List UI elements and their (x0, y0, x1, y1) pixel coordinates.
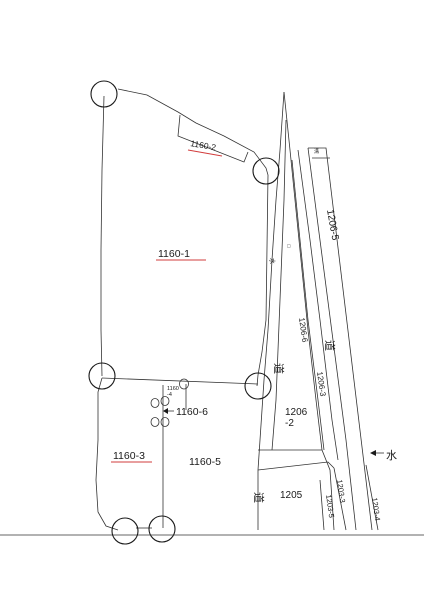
parcel-label-1160-6: 1160-6 (176, 406, 208, 418)
survey-marker-circle (244, 372, 272, 400)
road-west-edge (257, 91, 285, 530)
road-label-south: 道 (252, 492, 266, 503)
ditch-label: 溝 (314, 148, 319, 155)
parcel-label-1160-5: 1160-5 (189, 456, 221, 468)
parcel-label-1160-2: 1160-2 (190, 138, 217, 152)
parcel-1160-1-boundary-east (117, 88, 269, 387)
parcel-1206-3-boundary (297, 149, 339, 461)
parcel-label-1206-6: 1206-6 (297, 317, 309, 343)
pointer-1160-6-head (163, 408, 168, 414)
marker-small: □ (287, 243, 291, 248)
parcel-1160-2-boundary (177, 114, 249, 163)
parcel-label-1160-4: 1160-4 (167, 386, 179, 398)
survey-marker-circle (111, 517, 139, 545)
parcel-label-1160-3: 1160-3 (113, 450, 145, 462)
parcel-1206-6-boundary (291, 159, 325, 451)
boundary-peg-oval (150, 417, 160, 427)
boundary-peg-oval (179, 378, 189, 390)
parcel-label-1160-1: 1160-1 (158, 248, 190, 260)
water-label-small: 水 (268, 258, 276, 264)
main-road-1206-5-west (307, 147, 357, 531)
water-arrow-head (370, 450, 376, 456)
main-road-1206-5-east (308, 147, 373, 531)
boundary-peg-oval (160, 396, 170, 406)
parcel-label-1203-4: 1203-4 (370, 497, 382, 521)
parcel-label-1206-2: 1206-2 (285, 407, 308, 429)
parcel-label-1206-3: 1206-3 (315, 371, 327, 397)
parcel-1160-1-boundary-west (100, 95, 105, 377)
survey-marker-circle (88, 362, 116, 390)
survey-marker-circle (148, 515, 176, 543)
road-label-east: 道 (323, 340, 337, 351)
label-underline (187, 149, 223, 157)
parcel-1203-4-boundary (365, 464, 379, 531)
parcel-label-1205: 1205 (280, 490, 303, 501)
boundary-peg-oval (160, 417, 170, 427)
parcel-label-1206-5: 1206-5 (324, 209, 340, 242)
road-east-edge (283, 91, 335, 531)
boundary-peg-oval (150, 398, 160, 408)
road-label-west: 道 (272, 363, 286, 374)
parcel-1205-north (257, 461, 335, 471)
parcel-1203-3-boundary (333, 467, 347, 531)
parcel-label-1203-5: 1203-5 (324, 494, 336, 518)
water-label: 水 (386, 449, 397, 462)
survey-marker-circle (90, 80, 118, 108)
survey-marker-circle (252, 157, 280, 185)
parcel-1203-5-boundary (319, 479, 325, 531)
parcel-label-1203-3: 1203-3 (335, 479, 347, 503)
water-channel (271, 119, 287, 451)
parcel-1160-3-boundary-west (95, 377, 119, 531)
